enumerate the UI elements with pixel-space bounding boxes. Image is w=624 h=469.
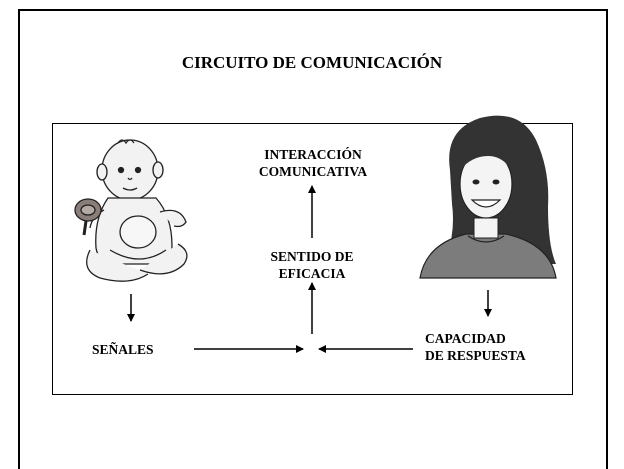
- node-sentido-line1: SENTIDO DE: [270, 249, 354, 264]
- node-sentido-de-eficacia: SENTIDO DE EFICACIA: [256, 248, 368, 282]
- woman-illustration: [419, 115, 557, 279]
- diagram-panel: [52, 123, 573, 395]
- baby-illustration: [74, 139, 188, 282]
- node-interaccion-line2: COMUNICATIVA: [258, 164, 368, 179]
- node-sentido-line2: EFICACIA: [278, 266, 346, 281]
- slide-title: CIRCUITO DE COMUNICACIÓN: [181, 53, 443, 72]
- node-senales: SEÑALES: [92, 342, 154, 357]
- node-capacidad-de-respuesta: CAPACIDAD DE RESPUESTA: [425, 330, 526, 364]
- node-interaccion-comunicativa: INTERACCIÓN COMUNICATIVA: [250, 146, 376, 180]
- node-interaccion-line1: INTERACCIÓN: [264, 147, 362, 162]
- slide-frame: [18, 9, 608, 469]
- node-capacidad-line1: CAPACIDAD: [425, 331, 506, 346]
- node-capacidad-line2: DE RESPUESTA: [425, 348, 526, 363]
